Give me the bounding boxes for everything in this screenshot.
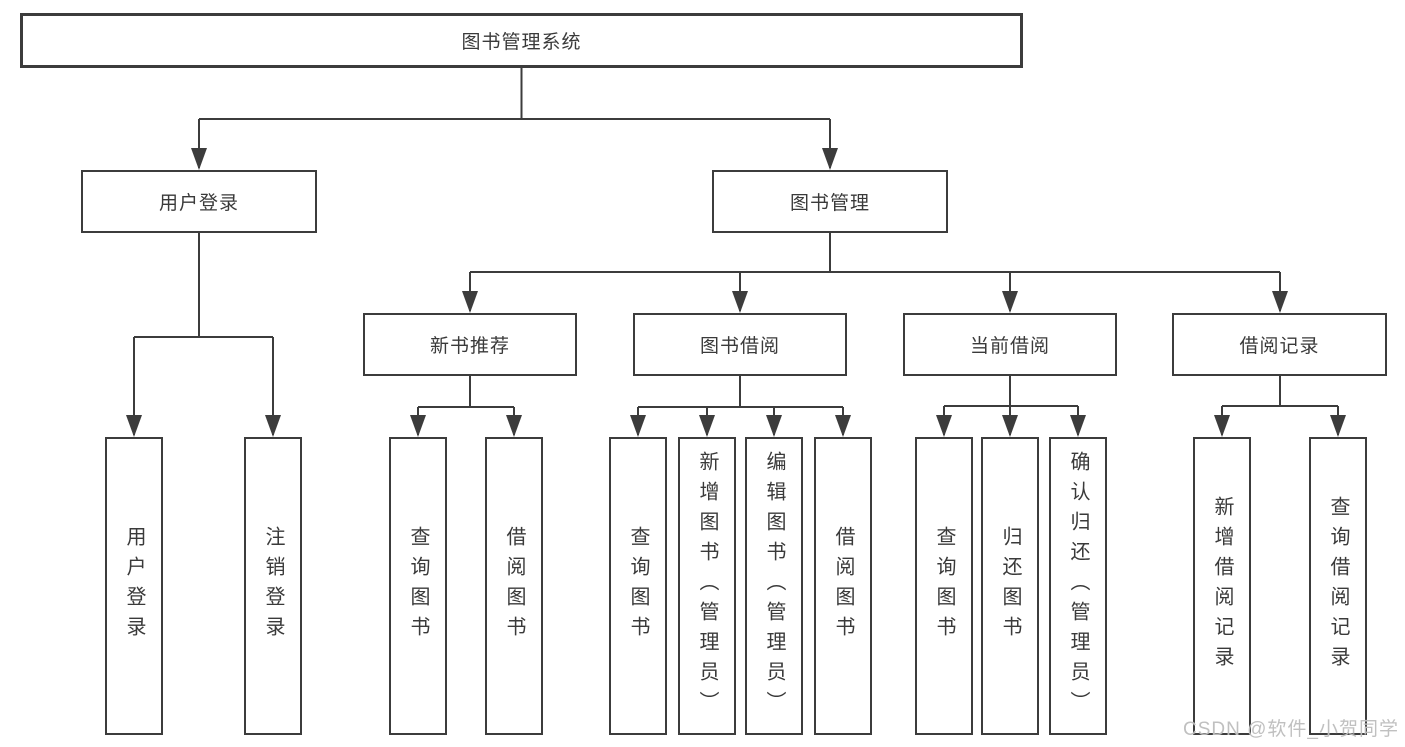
node-edit-book-admin: 编辑图书（管理员） (745, 437, 803, 735)
node-user-login: 用户登录 (81, 170, 317, 233)
node-query-books-2: 查询图书 (609, 437, 667, 735)
node-label: 查询图书 (627, 526, 649, 646)
node-library-system: 图书管理系统 (20, 13, 1023, 68)
node-label: 借阅图书 (503, 526, 525, 646)
node-new-book-recommend: 新书推荐 (363, 313, 577, 376)
node-label: 查询图书 (933, 526, 955, 646)
node-label: 注销登录 (262, 526, 284, 646)
node-borrow-books-2: 借阅图书 (814, 437, 872, 735)
node-book-borrow: 图书借阅 (633, 313, 847, 376)
node-label: 借阅图书 (832, 526, 854, 646)
node-add-borrow-record: 新增借阅记录 (1193, 437, 1251, 735)
arrowheads (126, 148, 1346, 437)
node-label: 新增图书（管理员） (696, 451, 718, 721)
node-add-book-admin: 新增图书（管理员） (678, 437, 736, 735)
node-label: 确认归还（管理员） (1067, 451, 1089, 721)
node-query-books-1: 查询图书 (389, 437, 447, 735)
node-label: 查询图书 (407, 526, 429, 646)
node-query-borrow-record: 查询借阅记录 (1309, 437, 1367, 735)
node-borrow-books-1: 借阅图书 (485, 437, 543, 735)
node-current-borrow: 当前借阅 (903, 313, 1117, 376)
node-label: 编辑图书（管理员） (763, 451, 785, 721)
node-label: 归还图书 (999, 526, 1021, 646)
node-label: 新增借阅记录 (1211, 496, 1233, 676)
node-label: 用户登录 (123, 526, 145, 646)
node-user-login-leaf: 用户登录 (105, 437, 163, 735)
node-return-book: 归还图书 (981, 437, 1039, 735)
node-query-books-3: 查询图书 (915, 437, 973, 735)
node-book-management: 图书管理 (712, 170, 948, 233)
node-label: 查询借阅记录 (1327, 496, 1349, 676)
node-logout-leaf: 注销登录 (244, 437, 302, 735)
node-borrow-records: 借阅记录 (1172, 313, 1387, 376)
node-confirm-return-admin: 确认归还（管理员） (1049, 437, 1107, 735)
csdn-watermark: CSDN @软件_小贺同学 (1183, 719, 1399, 740)
